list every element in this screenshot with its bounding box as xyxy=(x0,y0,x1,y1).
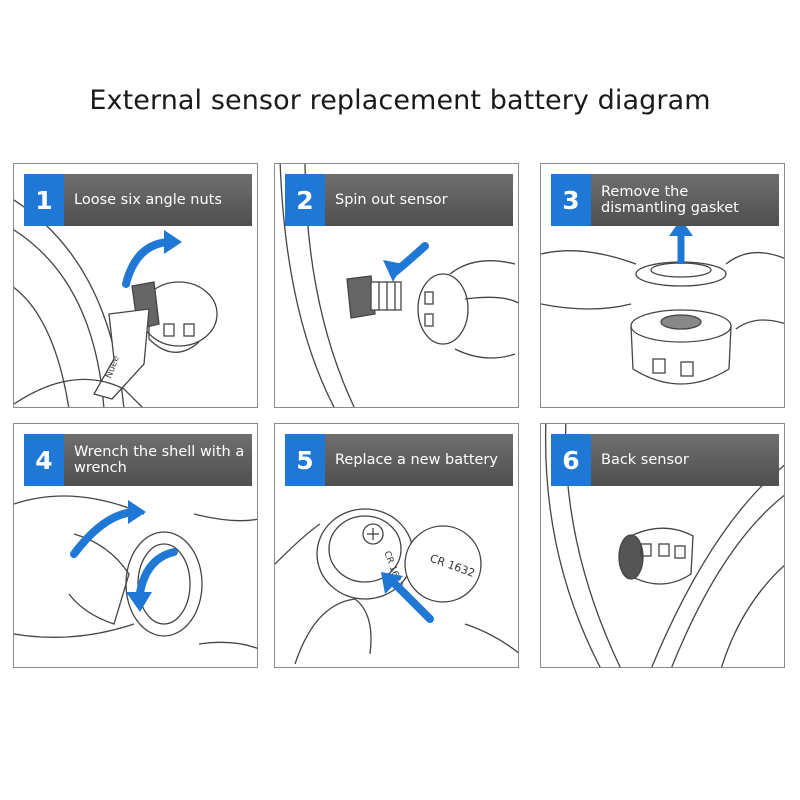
step-5-banner: 5 Replace a new battery xyxy=(285,434,513,486)
step-4-illustration xyxy=(14,495,257,649)
step-3-banner: 3 Remove the dismantling gasket xyxy=(551,174,779,226)
step-1-number: 1 xyxy=(24,174,64,226)
step-4-panel: 4 Wrench the shell with a wrench xyxy=(13,423,258,668)
step-3-illustration xyxy=(541,219,784,385)
step-6-illustration xyxy=(544,424,784,667)
diagram-title: External sensor replacement battery diag… xyxy=(89,85,711,116)
step-5-number: 5 xyxy=(285,434,325,486)
step-4-label: Wrench the shell with a wrench xyxy=(74,444,245,476)
step-5-label: Replace a new battery xyxy=(335,452,498,468)
step-4-number: 4 xyxy=(24,434,64,486)
step-6-label: Back sensor xyxy=(601,452,689,468)
step-5-illustration: CR 1632 CR 1632 xyxy=(275,508,518,665)
step-1-label: Loose six angle nuts xyxy=(74,192,222,208)
step-2-panel: 2 Spin out sensor xyxy=(274,163,519,408)
step-1-banner: 1 Loose six angle nuts xyxy=(24,174,252,226)
step-2-number: 2 xyxy=(285,174,325,226)
step-3-number: 3 xyxy=(551,174,591,226)
step-2-label: Spin out sensor xyxy=(335,192,448,208)
step-1-panel: Nuee 1 Loose six angle nuts xyxy=(13,163,258,408)
step-2-illustration xyxy=(279,164,518,407)
step-6-panel: 6 Back sensor xyxy=(540,423,785,668)
step-5-panel: CR 1632 CR 1632 5 Replace a new battery xyxy=(274,423,519,668)
step-6-number: 6 xyxy=(551,434,591,486)
step-3-panel: 3 Remove the dismantling gasket xyxy=(540,163,785,408)
step-1-illustration: Nuee xyxy=(14,199,218,407)
step-3-label: Remove the dismantling gasket xyxy=(601,184,739,216)
step-2-banner: 2 Spin out sensor xyxy=(285,174,513,226)
step-6-banner: 6 Back sensor xyxy=(551,434,779,486)
step-4-banner: 4 Wrench the shell with a wrench xyxy=(24,434,252,486)
